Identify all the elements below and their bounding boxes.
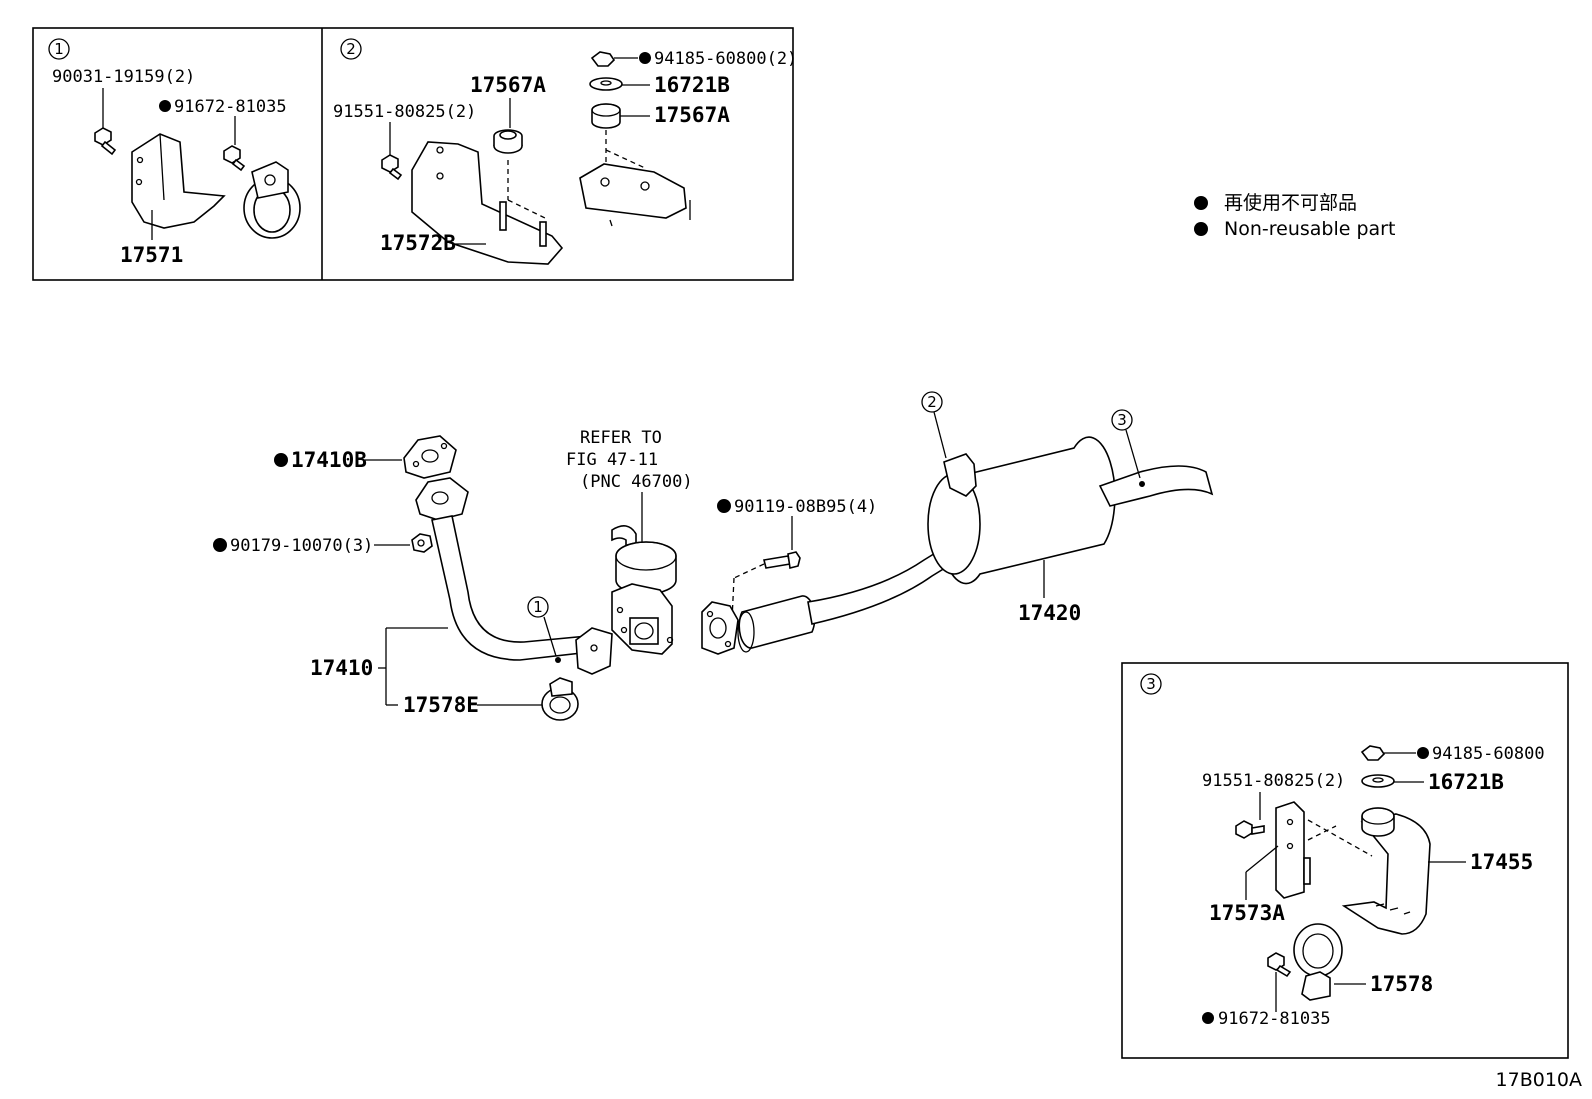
inset-2: 2 91551-80825(2) 17567A 17572B [333,38,797,265]
label-17567A-top: 17567A [470,73,546,97]
muffler-mount-part [579,163,691,227]
front-pipe-17410 [415,477,613,675]
flange-part [701,601,739,655]
catalytic-converter-part [611,525,677,655]
label-94185-60800: 94185-60800 [1432,744,1545,764]
washer-part-inset2 [589,77,623,91]
label-91672-81035-inset3: 91672-81035 [1218,1009,1331,1029]
bolt-part-inset2 [381,154,403,181]
non-reusable-marker [159,100,171,112]
bolt-part-main [763,551,801,569]
bolt-part-2 [223,145,246,172]
refer-note-line2: FIG 47-11 [566,450,658,470]
label-17410: 17410 [310,656,373,680]
non-reusable-marker [717,499,731,513]
muffler-17420 [737,436,1214,653]
label-17410B: 17410B [291,448,367,472]
nut-part-inset3 [1360,745,1386,761]
main-assembly: 17410B 90179-10070(3) 17410 [213,391,1214,721]
inset-1-number: 1 [54,40,64,58]
non-reusable-marker [213,538,227,552]
inset-3-number: 3 [1146,675,1156,693]
label-17455: 17455 [1470,850,1533,874]
nut-part-main [411,533,433,553]
non-reusable-marker [1202,1012,1214,1024]
inset-3: 3 94185-60800 16721B 91551-80825(2) [1121,662,1569,1059]
nut-part-inset2 [590,51,616,67]
refer-note-line3: (PNC 46700) [580,472,693,492]
callout-1: 1 [533,598,543,616]
label-91672-81035: 91672-81035 [174,97,287,117]
clamp-part-main [541,677,579,721]
label-17567A: 17567A [654,103,730,127]
label-90179-10070: 90179-10070(3) [230,536,373,556]
label-17572B: 17572B [380,231,456,255]
label-16721B-inset2: 16721B [654,73,730,97]
cushion-part-inset2 [591,103,621,129]
clamp-part [243,161,301,239]
label-17578: 17578 [1370,972,1433,996]
bracket-17572B [411,141,564,265]
inset-2-number: 2 [346,40,356,58]
non-reusable-marker [1417,747,1429,759]
label-91551-80825-inset3: 91551-80825(2) [1202,771,1345,791]
gasket-part [403,435,457,479]
callout-3: 3 [1117,411,1127,429]
inset-box-top [32,27,794,281]
label-17571: 17571 [120,243,183,267]
label-94185-60800-2: 94185-60800(2) [654,49,797,69]
label-91551-80825: 91551-80825(2) [333,102,476,122]
callout-2: 2 [927,393,937,411]
label-90119-08B95: 90119-08B95(4) [734,497,877,517]
inset-1: 1 90031-19159(2) 91672-81035 17571 [48,38,301,267]
refer-note-line1: REFER TO [580,428,662,448]
legend-dot-en [1194,222,1208,236]
label-16721B-inset3: 16721B [1428,770,1504,794]
figure-code: 17B010A [1496,1069,1582,1091]
bolt-part-inset3-2 [1267,952,1292,978]
bracket-17571 [131,133,226,229]
label-17578E: 17578E [403,693,479,717]
label-17573A: 17573A [1209,901,1285,925]
legend: 再使用不可部品 Non-reusable part [1194,192,1395,240]
non-reusable-marker [639,52,651,64]
bolt-part-inset3 [1235,820,1265,839]
hanger-17455 [1341,807,1431,935]
label-90031-19159: 90031-19159(2) [52,67,195,87]
legend-dot-ja [1194,196,1208,210]
label-17420: 17420 [1018,601,1081,625]
washer-part-inset3 [1361,774,1395,788]
bolt-part [94,127,117,156]
non-reusable-marker [274,453,288,467]
legend-ja: 再使用不可部品 [1224,192,1357,214]
legend-en: Non-reusable part [1224,218,1395,240]
bracket-17573A [1275,801,1311,899]
cushion-part [493,129,523,154]
clamp-part-inset3 [1293,923,1343,1001]
